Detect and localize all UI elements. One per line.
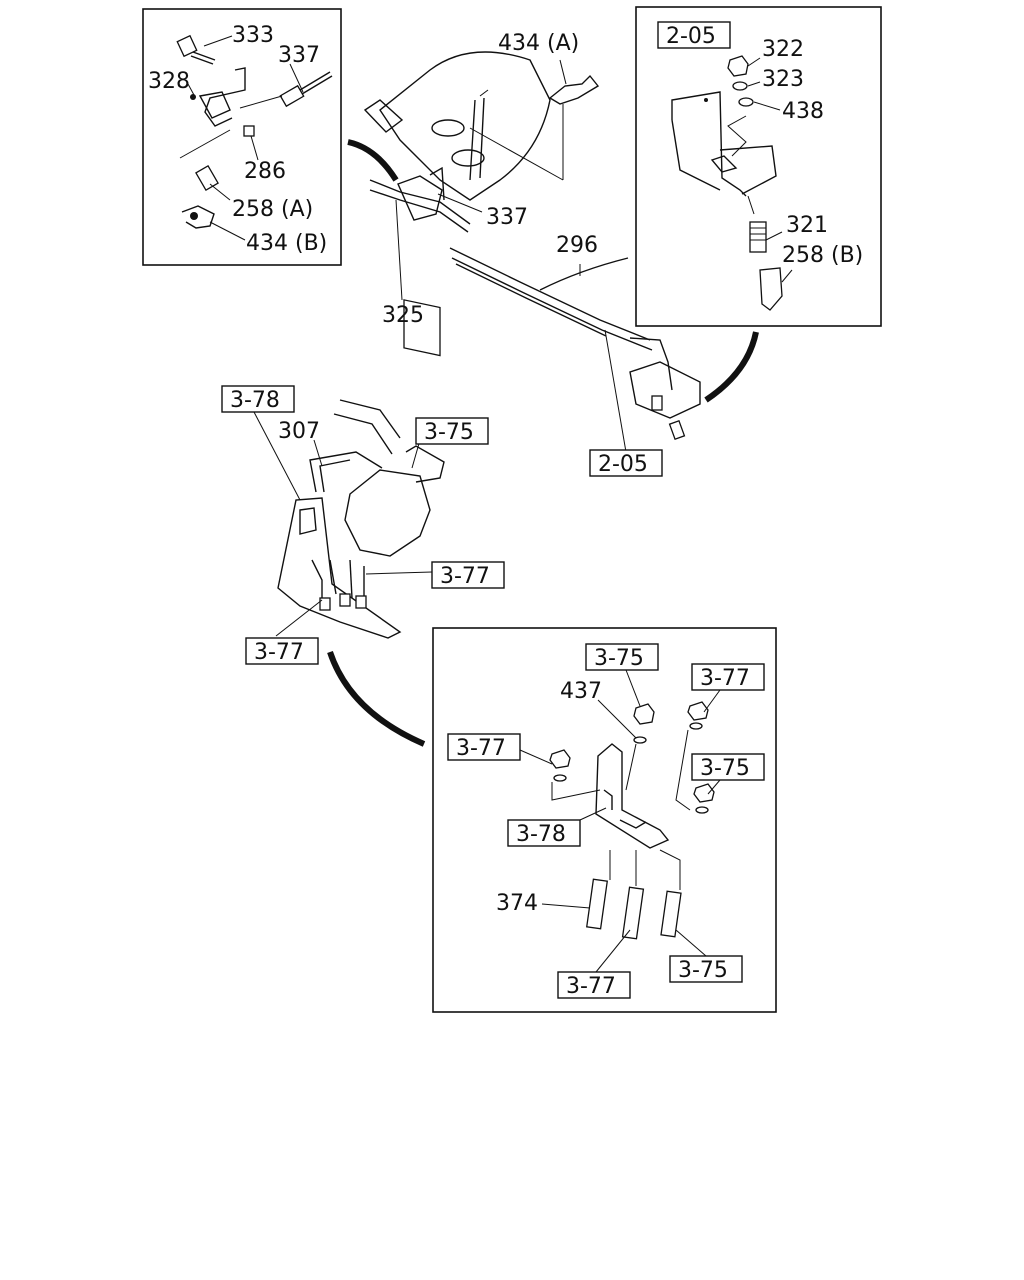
leader-3-78a <box>253 411 301 501</box>
master-cylinder-assembly <box>277 399 445 639</box>
callout-323: 323 <box>762 67 804 92</box>
pipe-run-main <box>369 166 653 357</box>
svg-text:3-77: 3-77 <box>440 564 490 589</box>
detail-box-top-right <box>635 6 882 327</box>
callout-307: 307 <box>278 419 320 444</box>
leader-3-77a <box>365 571 433 575</box>
svg-text:2-05: 2-05 <box>666 24 716 49</box>
leader-337b <box>437 193 483 213</box>
studs-detail <box>585 878 682 940</box>
callout-328: 328 <box>148 69 190 94</box>
svg-text:3-78: 3-78 <box>230 388 280 413</box>
leader-325 <box>395 199 403 301</box>
washer-438-part <box>738 97 754 107</box>
callout-325: 325 <box>382 303 424 328</box>
ref-3-75-main: 3-75 <box>415 417 489 445</box>
bracket-3-78-detail <box>595 743 670 849</box>
callout-337-main: 337 <box>486 205 528 230</box>
ref-3-77-main-right: 3-77 <box>431 561 505 589</box>
nut-322-part <box>727 55 749 77</box>
pedal-assembly-upper <box>363 51 551 201</box>
fitting-258b-part <box>759 267 783 311</box>
svg-text:3-78: 3-78 <box>516 822 566 847</box>
ref-3-75-detail-right: 3-75 <box>691 753 765 781</box>
callout-321: 321 <box>786 213 828 238</box>
ref-3-77-detail-left: 3-77 <box>447 733 521 761</box>
callout-437: 437 <box>560 679 602 704</box>
callout-322: 322 <box>762 37 804 62</box>
washer-323-part <box>732 81 748 91</box>
detail-arc-top-left <box>347 139 399 182</box>
svg-text:3-77: 3-77 <box>700 666 750 691</box>
ref-3-78-main: 3-78 <box>221 385 295 413</box>
callout-337: 337 <box>278 43 320 68</box>
svg-text:3-77: 3-77 <box>566 974 616 999</box>
clip-434b-part <box>181 205 215 229</box>
bracket-328-part <box>190 67 246 127</box>
callout-333: 333 <box>232 23 274 48</box>
detail-arc-lower <box>327 651 426 747</box>
ref-3-77-detail-top-right: 3-77 <box>691 663 765 691</box>
nut-286-part <box>243 125 255 137</box>
detail-box-lower <box>432 627 777 1013</box>
svg-text:2-05: 2-05 <box>598 452 648 477</box>
svg-text:3-75: 3-75 <box>594 646 644 671</box>
detail-arc-top-right <box>704 331 759 403</box>
svg-text:3-77: 3-77 <box>456 736 506 761</box>
fitting-258a-part <box>195 164 219 192</box>
leader-2-05-lower <box>604 329 627 453</box>
clip-434a-part <box>469 59 600 181</box>
callout-258a: 258 (A) <box>232 197 313 222</box>
leader-3-77b <box>275 599 323 637</box>
svg-text:3-77: 3-77 <box>254 640 304 665</box>
svg-text:3-75: 3-75 <box>700 756 750 781</box>
ref-3-77-detail-bottom: 3-77 <box>557 971 631 999</box>
bolt-333-part <box>176 34 216 65</box>
detail-box-top-left <box>142 8 342 266</box>
callout-258b: 258 (B) <box>782 243 863 268</box>
callout-434b: 434 (B) <box>246 231 327 256</box>
callout-296: 296 <box>556 233 598 258</box>
callout-374: 374 <box>496 891 538 916</box>
fitting-321-part <box>749 221 767 253</box>
bracket-2-05-part <box>629 337 701 441</box>
callout-286: 286 <box>244 159 286 184</box>
fitting-337-part <box>279 71 333 108</box>
callout-434a: 434 (A) <box>498 31 579 56</box>
ref-3-75-detail-top: 3-75 <box>585 643 659 671</box>
ref-3-78-detail: 3-78 <box>507 819 581 847</box>
ref-2-05-top-right: 2-05 <box>657 21 731 49</box>
ref-3-75-detail-bottom: 3-75 <box>669 955 743 983</box>
svg-text:3-75: 3-75 <box>424 420 474 445</box>
ref-2-05-main: 2-05 <box>589 449 663 477</box>
svg-text:3-75: 3-75 <box>678 958 728 983</box>
leader-307 <box>313 439 323 467</box>
ref-3-77-main-left: 3-77 <box>245 637 319 665</box>
bracket-2-05-detail <box>671 91 777 197</box>
callout-438: 438 <box>782 99 824 124</box>
nuts-washers-detail <box>549 701 715 814</box>
